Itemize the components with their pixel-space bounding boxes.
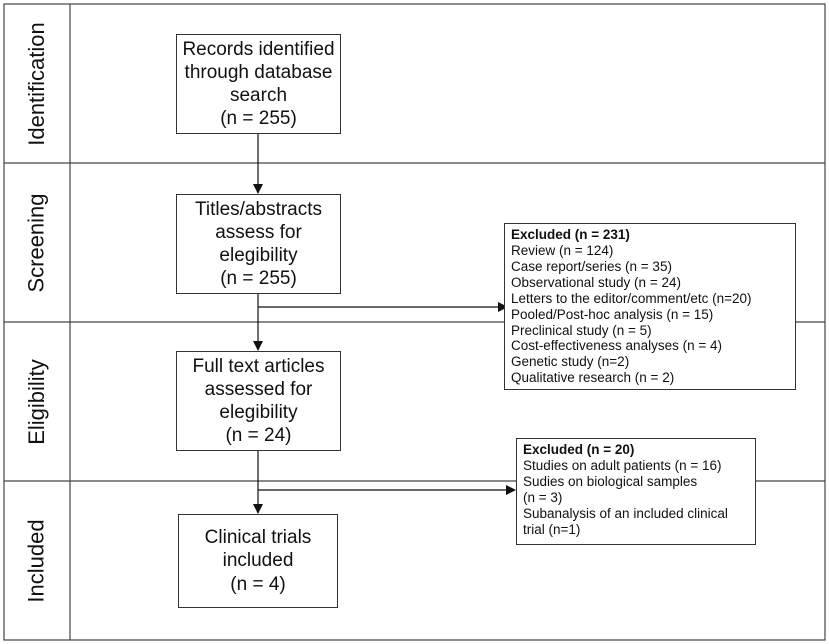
excluded-title: Excluded (n = 231) <box>511 227 630 242</box>
excluded-item: Letters to the editor/comment/etc (n=20) <box>511 290 752 306</box>
titles-abstracts-box: Titles/abstracts assess for elegibility … <box>176 194 341 294</box>
excluded-eligibility-box: Excluded (n = 20) Studies on adult patie… <box>516 438 756 545</box>
excluded-item: Genetic study (n=2) <box>511 354 630 370</box>
excluded-item: Case report/series (n = 35) <box>511 258 672 274</box>
excluded-item: Review (n = 124) <box>511 242 614 258</box>
box-line: (n = 255) <box>220 268 297 290</box>
box-line: search <box>229 85 288 106</box>
stage-label-screening: Screening <box>4 163 70 322</box>
box-line: through database <box>184 61 333 83</box>
excluded-item: Subanalysis of an included clinical <box>523 505 728 521</box>
clinical-trials-included-box: Clinical trials included (n = 4) <box>178 514 338 608</box>
box-line: (n = 4) <box>230 573 286 595</box>
full-text-articles-box: Full text articles assessed for elegibil… <box>176 351 341 451</box>
excluded-item: (n = 3) <box>523 489 563 505</box>
box-line: (n = 255) <box>220 108 297 130</box>
box-line: assess for <box>215 221 302 243</box>
box-line: included <box>222 550 294 572</box>
excluded-item: trial (n=1) <box>523 521 581 537</box>
box-line: elegibility <box>219 245 298 266</box>
stage-label-text: Eligibility <box>24 358 49 445</box>
excluded-item: Preclinical study (n = 5) <box>511 322 652 338</box>
stage-label-text: Identification <box>24 21 49 146</box>
excluded-item: Pooled/Post-hoc analysis (n = 15) <box>511 306 714 322</box>
box-line: Records identified <box>182 38 335 60</box>
box-line: assessed for <box>204 378 313 400</box>
box-line: elegibility <box>219 402 298 423</box>
stage-label-text: Included <box>24 518 49 603</box>
excluded-item: Qualitative research (n = 2) <box>511 370 675 386</box>
stage-label-eligibility: Eligibility <box>4 322 70 481</box>
box-line: Clinical trials <box>204 527 312 549</box>
stage-label-included: Included <box>4 481 70 640</box>
excluded-item: Cost-effectiveness analyses (n = 4) <box>511 338 722 354</box>
box-line: Full text articles <box>192 355 325 377</box>
excluded-screening-box: Excluded (n = 231) Review (n = 124) Case… <box>504 223 796 390</box>
stage-label-text: Screening <box>24 192 50 293</box>
box-line: (n = 24) <box>225 425 292 447</box>
box-line: Titles/abstracts <box>194 198 323 220</box>
excluded-title: Excluded (n = 20) <box>523 442 635 457</box>
excluded-item: Sudies on biological samples <box>523 473 698 489</box>
records-identified-box: Records identified through database sear… <box>176 34 341 134</box>
stage-label-identification: Identification <box>4 4 70 163</box>
excluded-item: Studies on adult patients (n = 16) <box>523 457 722 473</box>
excluded-item: Observational study (n = 24) <box>511 274 681 290</box>
